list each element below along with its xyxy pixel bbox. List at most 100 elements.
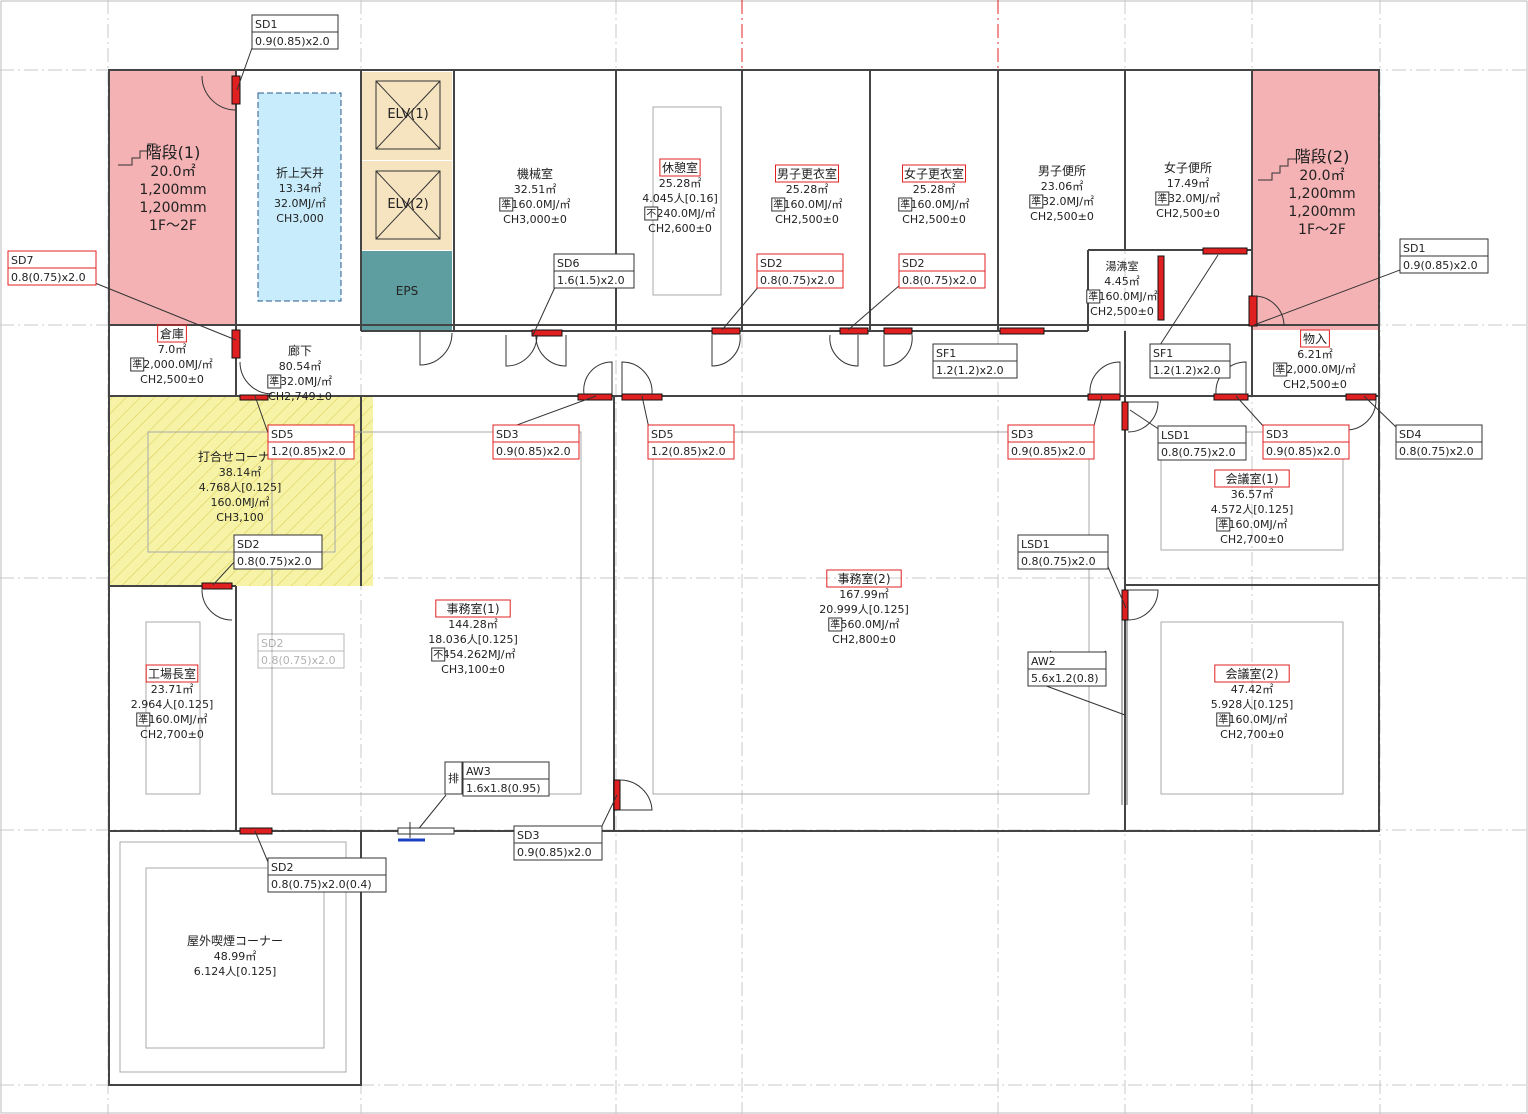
- room-name: EPS: [396, 284, 418, 298]
- room-line: 25.28㎡: [659, 177, 702, 190]
- room-line: CH2,500±0: [1156, 207, 1220, 220]
- door-mark: [1121, 401, 1129, 431]
- room-line: 160.0MJ/㎡: [1229, 713, 1288, 726]
- room-line: 20.999人[0.125]: [819, 603, 909, 616]
- room-line: 32.0MJ/㎡: [1042, 195, 1094, 208]
- room-line: 25.28㎡: [913, 183, 956, 196]
- room-line: CH3,000±0: [503, 213, 567, 226]
- stair1-steps-icon: [118, 143, 156, 166]
- window-aw3: [397, 822, 455, 842]
- door-swing: [583, 361, 613, 395]
- door-tag-code: LSD1: [1021, 538, 1050, 551]
- room-line: CH2,500±0: [1090, 305, 1154, 318]
- door-mark: [1087, 393, 1121, 401]
- door-mark: [201, 582, 233, 590]
- room-labels: 階段(1)20.0㎡1,200mm1,200mm1F～2F折上天井13.34㎡3…: [130, 107, 1356, 978]
- room-line: CH2,700±0: [140, 728, 204, 741]
- room-eps: EPS: [396, 284, 418, 298]
- room-line: 25.28㎡: [786, 183, 829, 196]
- door-swing: [621, 361, 653, 395]
- door-tag-code: SD5: [271, 428, 293, 441]
- room-name: 女子更衣室: [904, 166, 964, 181]
- leader-lines: [94, 47, 1401, 863]
- room-line: 4.572人[0.125]: [1211, 503, 1294, 516]
- room-name: 工場長室: [148, 666, 196, 681]
- room-name: 会議室(2): [1226, 666, 1279, 681]
- room-line: 36.57㎡: [1231, 488, 1274, 501]
- room-name: 事務室(2): [838, 571, 891, 586]
- room-name: 屋外喫煙コーナー: [187, 934, 283, 948]
- door-mark: [1248, 295, 1258, 327]
- room-line: 32.0MJ/㎡: [1168, 192, 1220, 205]
- door-tag-spec: 0.9(0.85)x2.0: [1011, 445, 1086, 458]
- door-swing: [239, 361, 273, 395]
- room-factory: 工場長室23.71㎡2.964人[0.125]160.0MJ/㎡準CH2,700…: [131, 664, 213, 741]
- room-line: CH2,600±0: [648, 222, 712, 235]
- room-line: 160.0MJ/㎡: [1229, 518, 1288, 531]
- stair2-steps-icon: [1258, 158, 1296, 181]
- room-line: 1F～2F: [1298, 222, 1346, 238]
- room-line: 5.928人[0.125]: [1211, 698, 1294, 711]
- room-name: 男子便所: [1038, 164, 1086, 178]
- room-name: 階段(1): [146, 143, 201, 162]
- room-mark: 準: [501, 198, 511, 211]
- door-tags: SD10.9(0.85)x2.0SD70.8(0.75)x2.0SD61.6(1…: [7, 14, 1489, 893]
- room-name: 機械室: [517, 166, 553, 181]
- door-swing: [1089, 361, 1121, 395]
- room-line: 160.0MJ/㎡: [149, 713, 208, 726]
- door-tag-code: SD2: [760, 257, 782, 270]
- room-name: 廊下: [288, 343, 312, 358]
- room-line: CH2,500±0: [140, 373, 204, 386]
- room-line: 1,200mm: [1288, 186, 1355, 202]
- room-line: 48.99㎡: [214, 950, 257, 963]
- door-mark: [531, 329, 563, 337]
- room-line: 38.14㎡: [219, 466, 262, 479]
- room-name: 物入: [1303, 332, 1327, 346]
- door-tag-spec: 5.6x1.2(0.8): [1031, 672, 1099, 685]
- room-line: 7.0㎡: [158, 343, 187, 356]
- door-mark: [1157, 255, 1165, 321]
- exhaust-symbol: 排: [444, 761, 463, 795]
- room-name: 倉庫: [160, 326, 184, 341]
- ceiling-fill: [257, 92, 342, 302]
- room-mark: 準: [900, 198, 910, 211]
- stair1-fill: [110, 71, 236, 325]
- room-mark: 準: [132, 358, 142, 371]
- door-tag-spec: 0.8(0.75)x2.0: [1399, 445, 1474, 458]
- door-tag-spec: 0.9(0.85)x2.0: [1266, 445, 1341, 458]
- elevator-x-marks: [375, 80, 441, 240]
- room-line: 144.28㎡: [448, 618, 498, 631]
- room-elv1: ELV(1): [387, 107, 428, 122]
- room-mark: 準: [773, 198, 783, 211]
- door-tag-code: SD5: [651, 428, 673, 441]
- room-line: 23.06㎡: [1041, 180, 1084, 193]
- room-mark: 準: [1157, 192, 1167, 205]
- door-tag-spec: 0.8(0.75)x2.0: [261, 654, 336, 667]
- door-tag-spec: 1.2(0.85)x2.0: [271, 445, 346, 458]
- room-elv2: ELV(2): [387, 197, 428, 212]
- door-tag-code: SD7: [11, 254, 33, 267]
- room-line: 20.0㎡: [1299, 168, 1344, 184]
- door-swing: [1345, 399, 1377, 431]
- door-tag-spec: 0.8(0.75)x2.0: [760, 274, 835, 287]
- room-name: 打合せコーナー: [198, 449, 282, 464]
- door-swing: [419, 331, 453, 366]
- door-swing: [829, 334, 859, 367]
- door-mark: [839, 327, 869, 335]
- room-line: 32.51㎡: [514, 183, 557, 196]
